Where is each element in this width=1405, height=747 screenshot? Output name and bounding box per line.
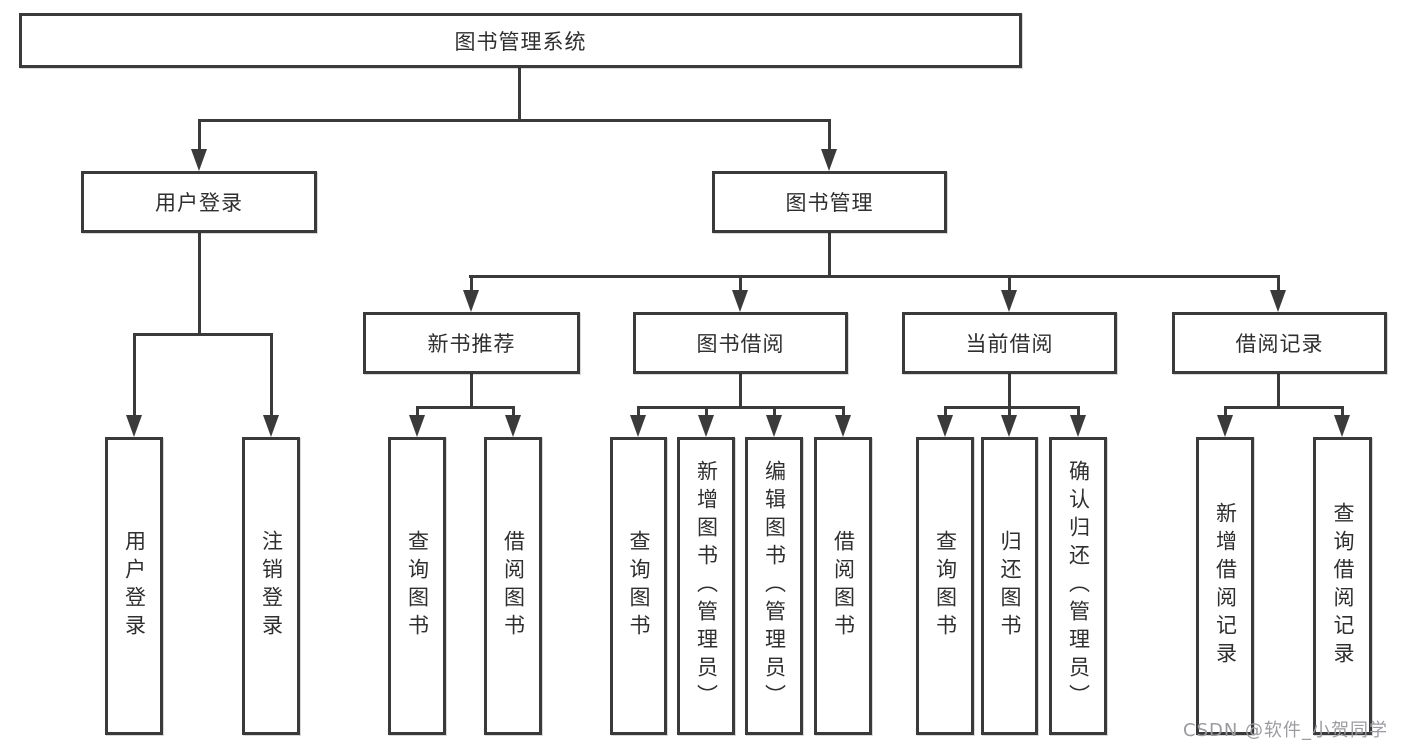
connector-line	[637, 406, 640, 418]
connector-line	[518, 68, 521, 122]
connector-line	[512, 406, 515, 418]
connector-line	[944, 406, 1080, 409]
connector-arrowhead	[1217, 415, 1233, 437]
connector-arrowhead	[191, 149, 207, 171]
connector-line	[1224, 406, 1343, 409]
connector-arrowhead	[1001, 290, 1017, 312]
connector-line	[842, 406, 845, 418]
connector-arrowhead	[766, 415, 782, 437]
leaf-logout: 注销登录	[242, 437, 300, 735]
connector-line	[1277, 275, 1280, 293]
connector-line	[198, 233, 201, 336]
connector-line	[198, 119, 201, 152]
connector-arrowhead	[1070, 415, 1086, 437]
node-book-borrowing: 图书借阅	[633, 312, 848, 374]
connector-arrowhead	[463, 290, 479, 312]
connector-line	[637, 406, 844, 409]
connector-line	[773, 406, 776, 418]
connector-arrowhead	[1001, 415, 1017, 437]
connector-arrowhead	[821, 149, 837, 171]
node-new-book-recommendation: 新书推荐	[363, 312, 580, 374]
connector-line	[1008, 374, 1011, 409]
connector-arrowhead	[732, 290, 748, 312]
connector-line	[739, 275, 742, 293]
leaf-query-borrow-record: 查询借阅记录	[1313, 437, 1372, 735]
leaf-confirm-return-admin: 确认归还（管理员）	[1049, 437, 1107, 735]
connector-line	[1224, 406, 1227, 418]
connector-arrowhead	[937, 415, 953, 437]
connector-line	[1077, 406, 1080, 418]
connector-arrowhead	[409, 415, 425, 437]
node-current-borrowing: 当前借阅	[902, 312, 1117, 374]
connector-line	[470, 374, 473, 409]
leaf-borrow-books-recommend: 借阅图书	[484, 437, 542, 735]
leaf-user-login: 用户登录	[105, 437, 163, 735]
connector-line	[1277, 374, 1280, 409]
connector-line	[1008, 275, 1011, 293]
leaf-query-books-current: 查询图书	[916, 437, 974, 735]
connector-arrowhead	[835, 415, 851, 437]
leaf-return-books: 归还图书	[981, 437, 1038, 735]
connector-line	[1008, 406, 1011, 418]
connector-line	[469, 275, 1279, 278]
node-root: 图书管理系统	[19, 13, 1022, 68]
connector-arrowhead	[1270, 290, 1286, 312]
leaf-borrow-books-borrowing: 借阅图书	[814, 437, 872, 735]
leaf-query-books-borrowing: 查询图书	[610, 437, 667, 735]
node-borrowing-records: 借阅记录	[1172, 312, 1387, 374]
node-user-login: 用户登录	[81, 171, 317, 233]
connector-line	[416, 406, 515, 409]
connector-line	[133, 333, 136, 418]
connector-arrowhead	[630, 415, 646, 437]
connector-arrowhead	[1334, 415, 1350, 437]
connector-line	[416, 406, 419, 418]
connector-line	[944, 406, 947, 418]
connector-line	[828, 119, 831, 152]
leaf-query-books-recommend: 查询图书	[388, 437, 446, 735]
connector-arrowhead	[263, 415, 279, 437]
connector-line	[828, 233, 831, 278]
connector-line	[133, 333, 273, 336]
node-book-management: 图书管理	[712, 171, 947, 233]
connector-line	[1341, 406, 1344, 418]
leaf-add-books-admin: 新增图书（管理员）	[677, 437, 735, 735]
connector-arrowhead	[698, 415, 714, 437]
connector-line	[705, 406, 708, 418]
connector-line	[198, 119, 830, 122]
connector-line	[470, 275, 473, 293]
connector-arrowhead	[505, 415, 521, 437]
connector-line	[739, 374, 742, 409]
connector-line	[270, 333, 273, 418]
watermark: CSDN @软件_小贺同学	[1183, 720, 1389, 741]
leaf-add-borrow-record: 新增借阅记录	[1196, 437, 1254, 735]
connector-arrowhead	[126, 415, 142, 437]
leaf-edit-books-admin: 编辑图书（管理员）	[745, 437, 803, 735]
